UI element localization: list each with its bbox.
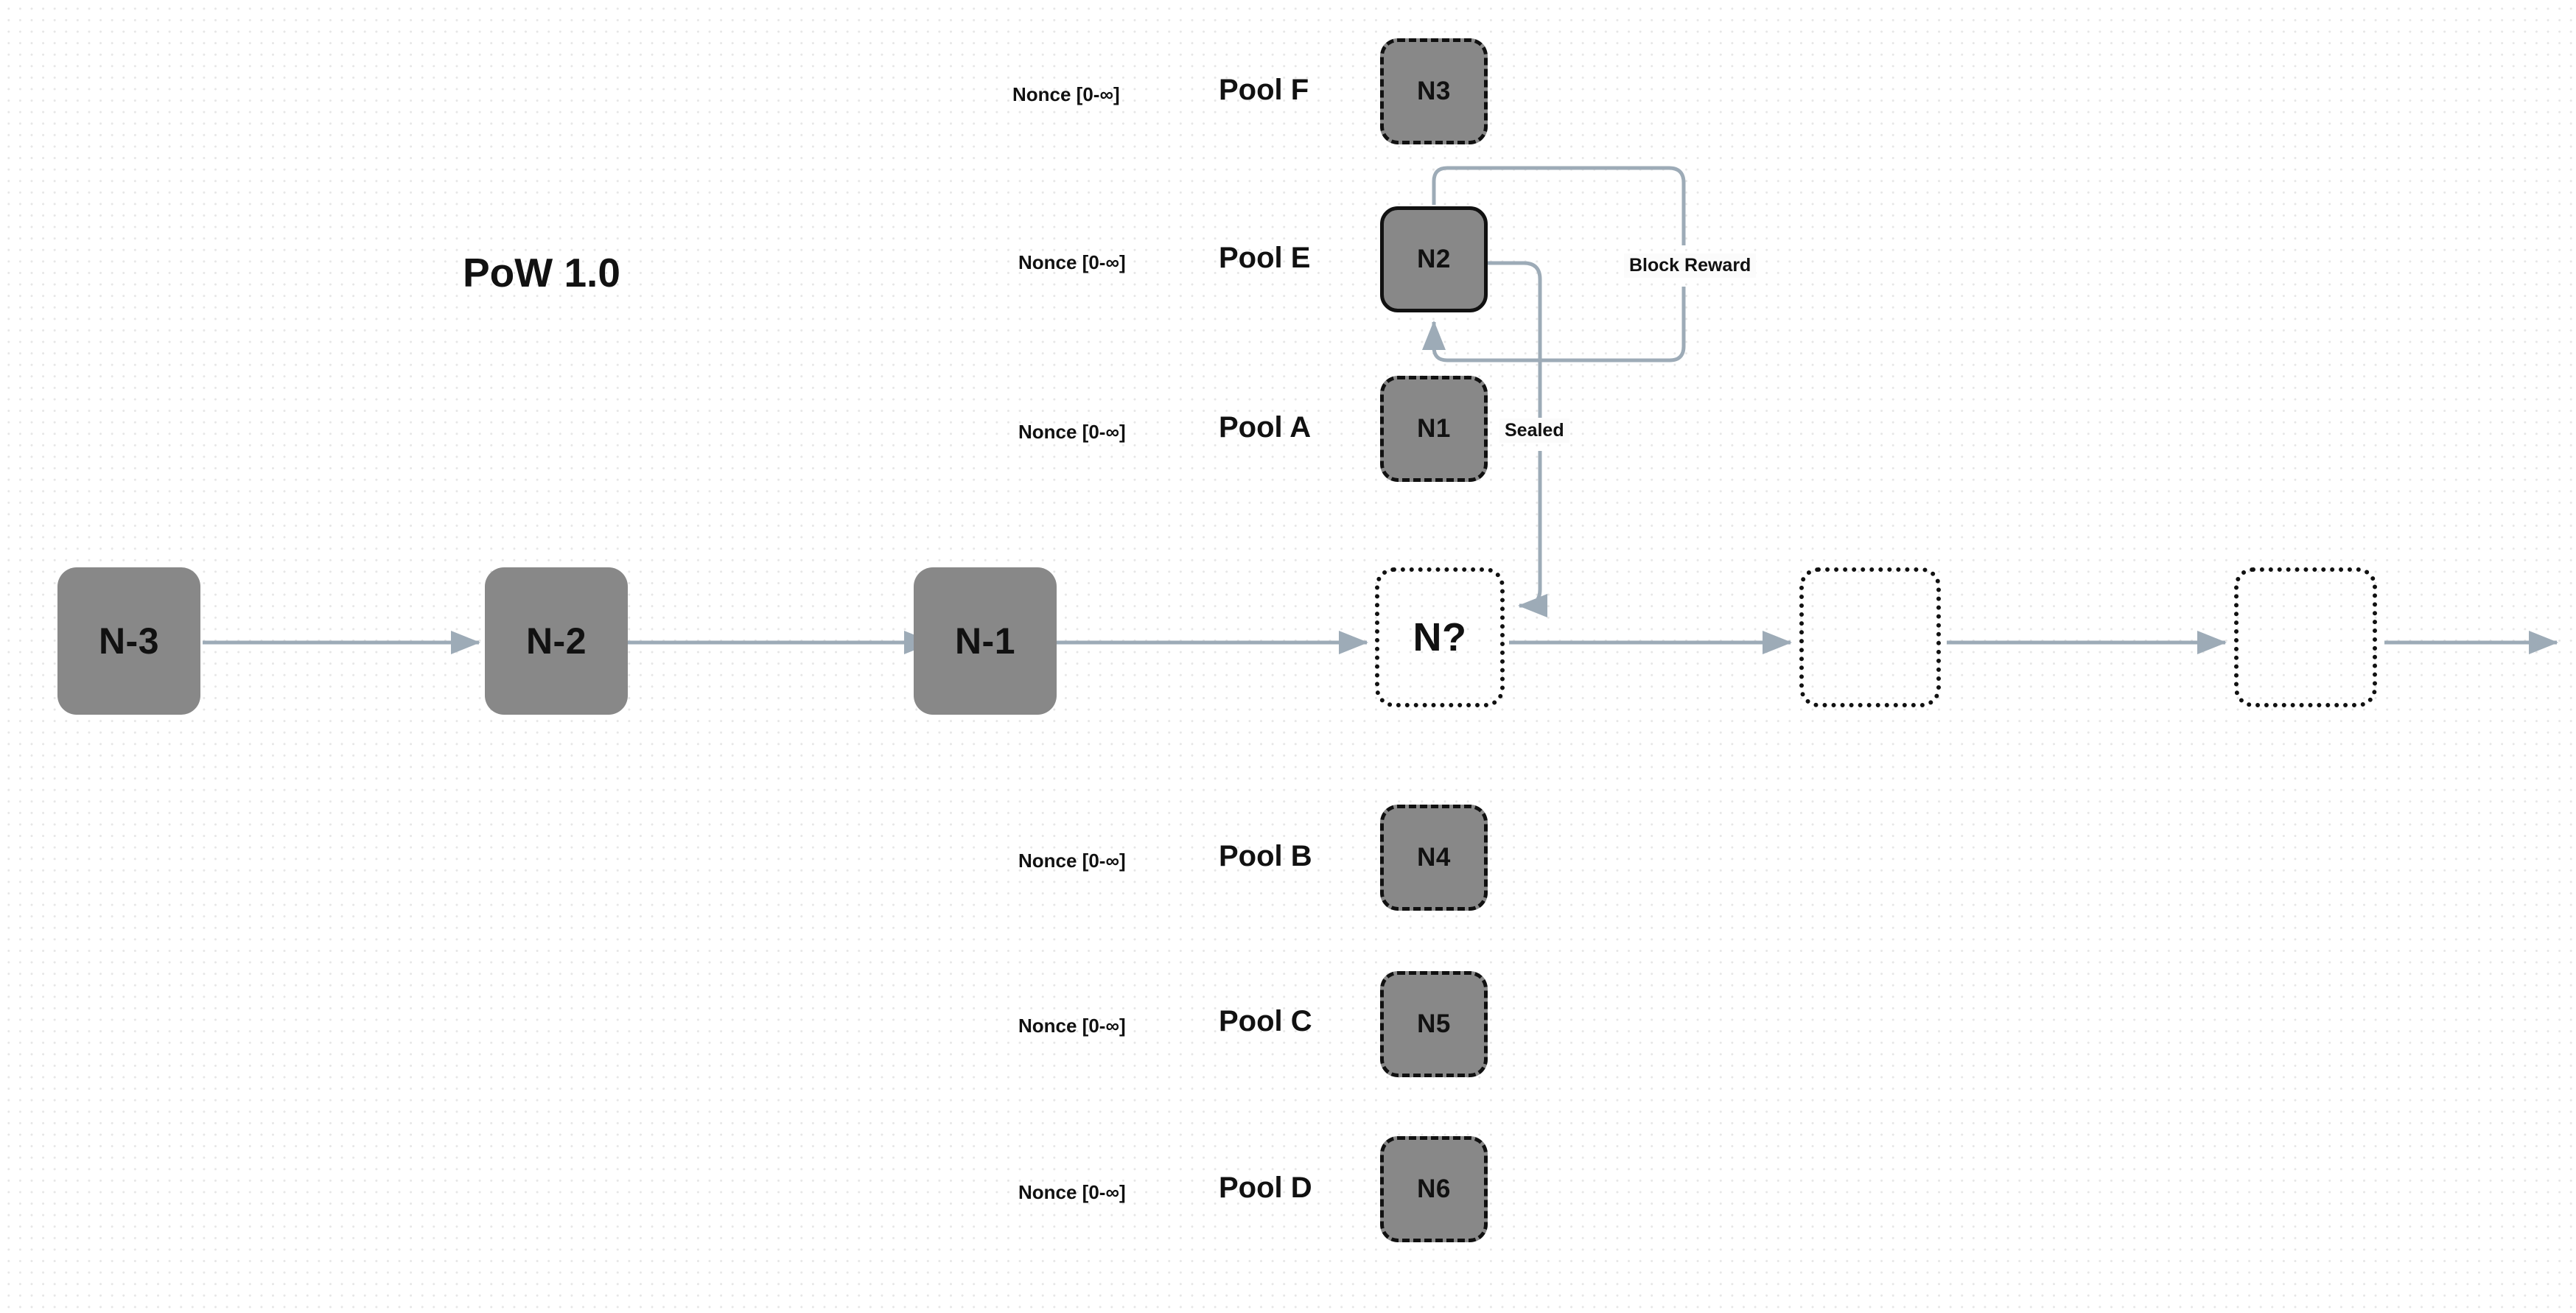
nonce-label-pool-d: Nonce [0-∞] — [1018, 1181, 1126, 1203]
chain-block-n-2[interactable]: N-2 — [485, 567, 628, 715]
pool-node-label: N6 — [1417, 1174, 1451, 1203]
pool-node-label: N4 — [1417, 843, 1451, 872]
chain-block-label: N? — [1413, 615, 1467, 659]
pool-name-pool-b: Pool B — [1219, 840, 1312, 872]
sealed-wire-lower — [1517, 451, 1547, 618]
pool-name-pool-e: Pool E — [1219, 242, 1311, 274]
pool-node-n1[interactable]: N1 — [1380, 376, 1488, 482]
chain-block-n-unknown[interactable]: N? — [1375, 567, 1505, 707]
chain-block-n-1[interactable]: N-1 — [914, 567, 1057, 715]
pool-node-n2[interactable]: N2 — [1380, 206, 1488, 312]
nonce-label-pool-b: Nonce [0-∞] — [1018, 850, 1126, 872]
pool-node-label: N5 — [1417, 1009, 1451, 1038]
pool-node-n4[interactable]: N4 — [1380, 805, 1488, 911]
pool-node-label: N1 — [1417, 414, 1451, 443]
pool-node-label: N2 — [1417, 245, 1451, 273]
chain-block-n-3[interactable]: N-3 — [57, 567, 200, 715]
chain-block-future-2[interactable] — [2234, 567, 2377, 707]
nonce-label-pool-a: Nonce [0-∞] — [1018, 421, 1126, 443]
chain-block-future-1[interactable] — [1799, 567, 1941, 707]
block-reward-label: Block Reward — [1624, 253, 1757, 278]
pool-name-pool-a: Pool A — [1219, 411, 1312, 444]
pool-name-pool-d: Pool D — [1219, 1172, 1312, 1204]
diagram-title: PoW 1.0 — [463, 250, 620, 295]
pool-name-pool-f: Pool F — [1219, 74, 1309, 106]
nonce-label-pool-f: Nonce [0-∞] — [1012, 83, 1120, 105]
pool-name-pool-c: Pool C — [1219, 1005, 1312, 1037]
nonce-label-pool-c: Nonce [0-∞] — [1018, 1015, 1126, 1037]
chain-block-label: N-2 — [525, 620, 587, 662]
chain-block-label: N-3 — [98, 620, 160, 662]
pool-node-n6[interactable]: N6 — [1380, 1136, 1488, 1242]
pool-node-label: N3 — [1417, 77, 1451, 105]
pool-node-n5[interactable]: N5 — [1380, 971, 1488, 1077]
sealed-label: Sealed — [1499, 419, 1569, 443]
chain-block-label: N-1 — [954, 620, 1016, 662]
pool-node-n3[interactable]: N3 — [1380, 38, 1488, 144]
nonce-label-pool-e: Nonce [0-∞] — [1018, 251, 1126, 273]
